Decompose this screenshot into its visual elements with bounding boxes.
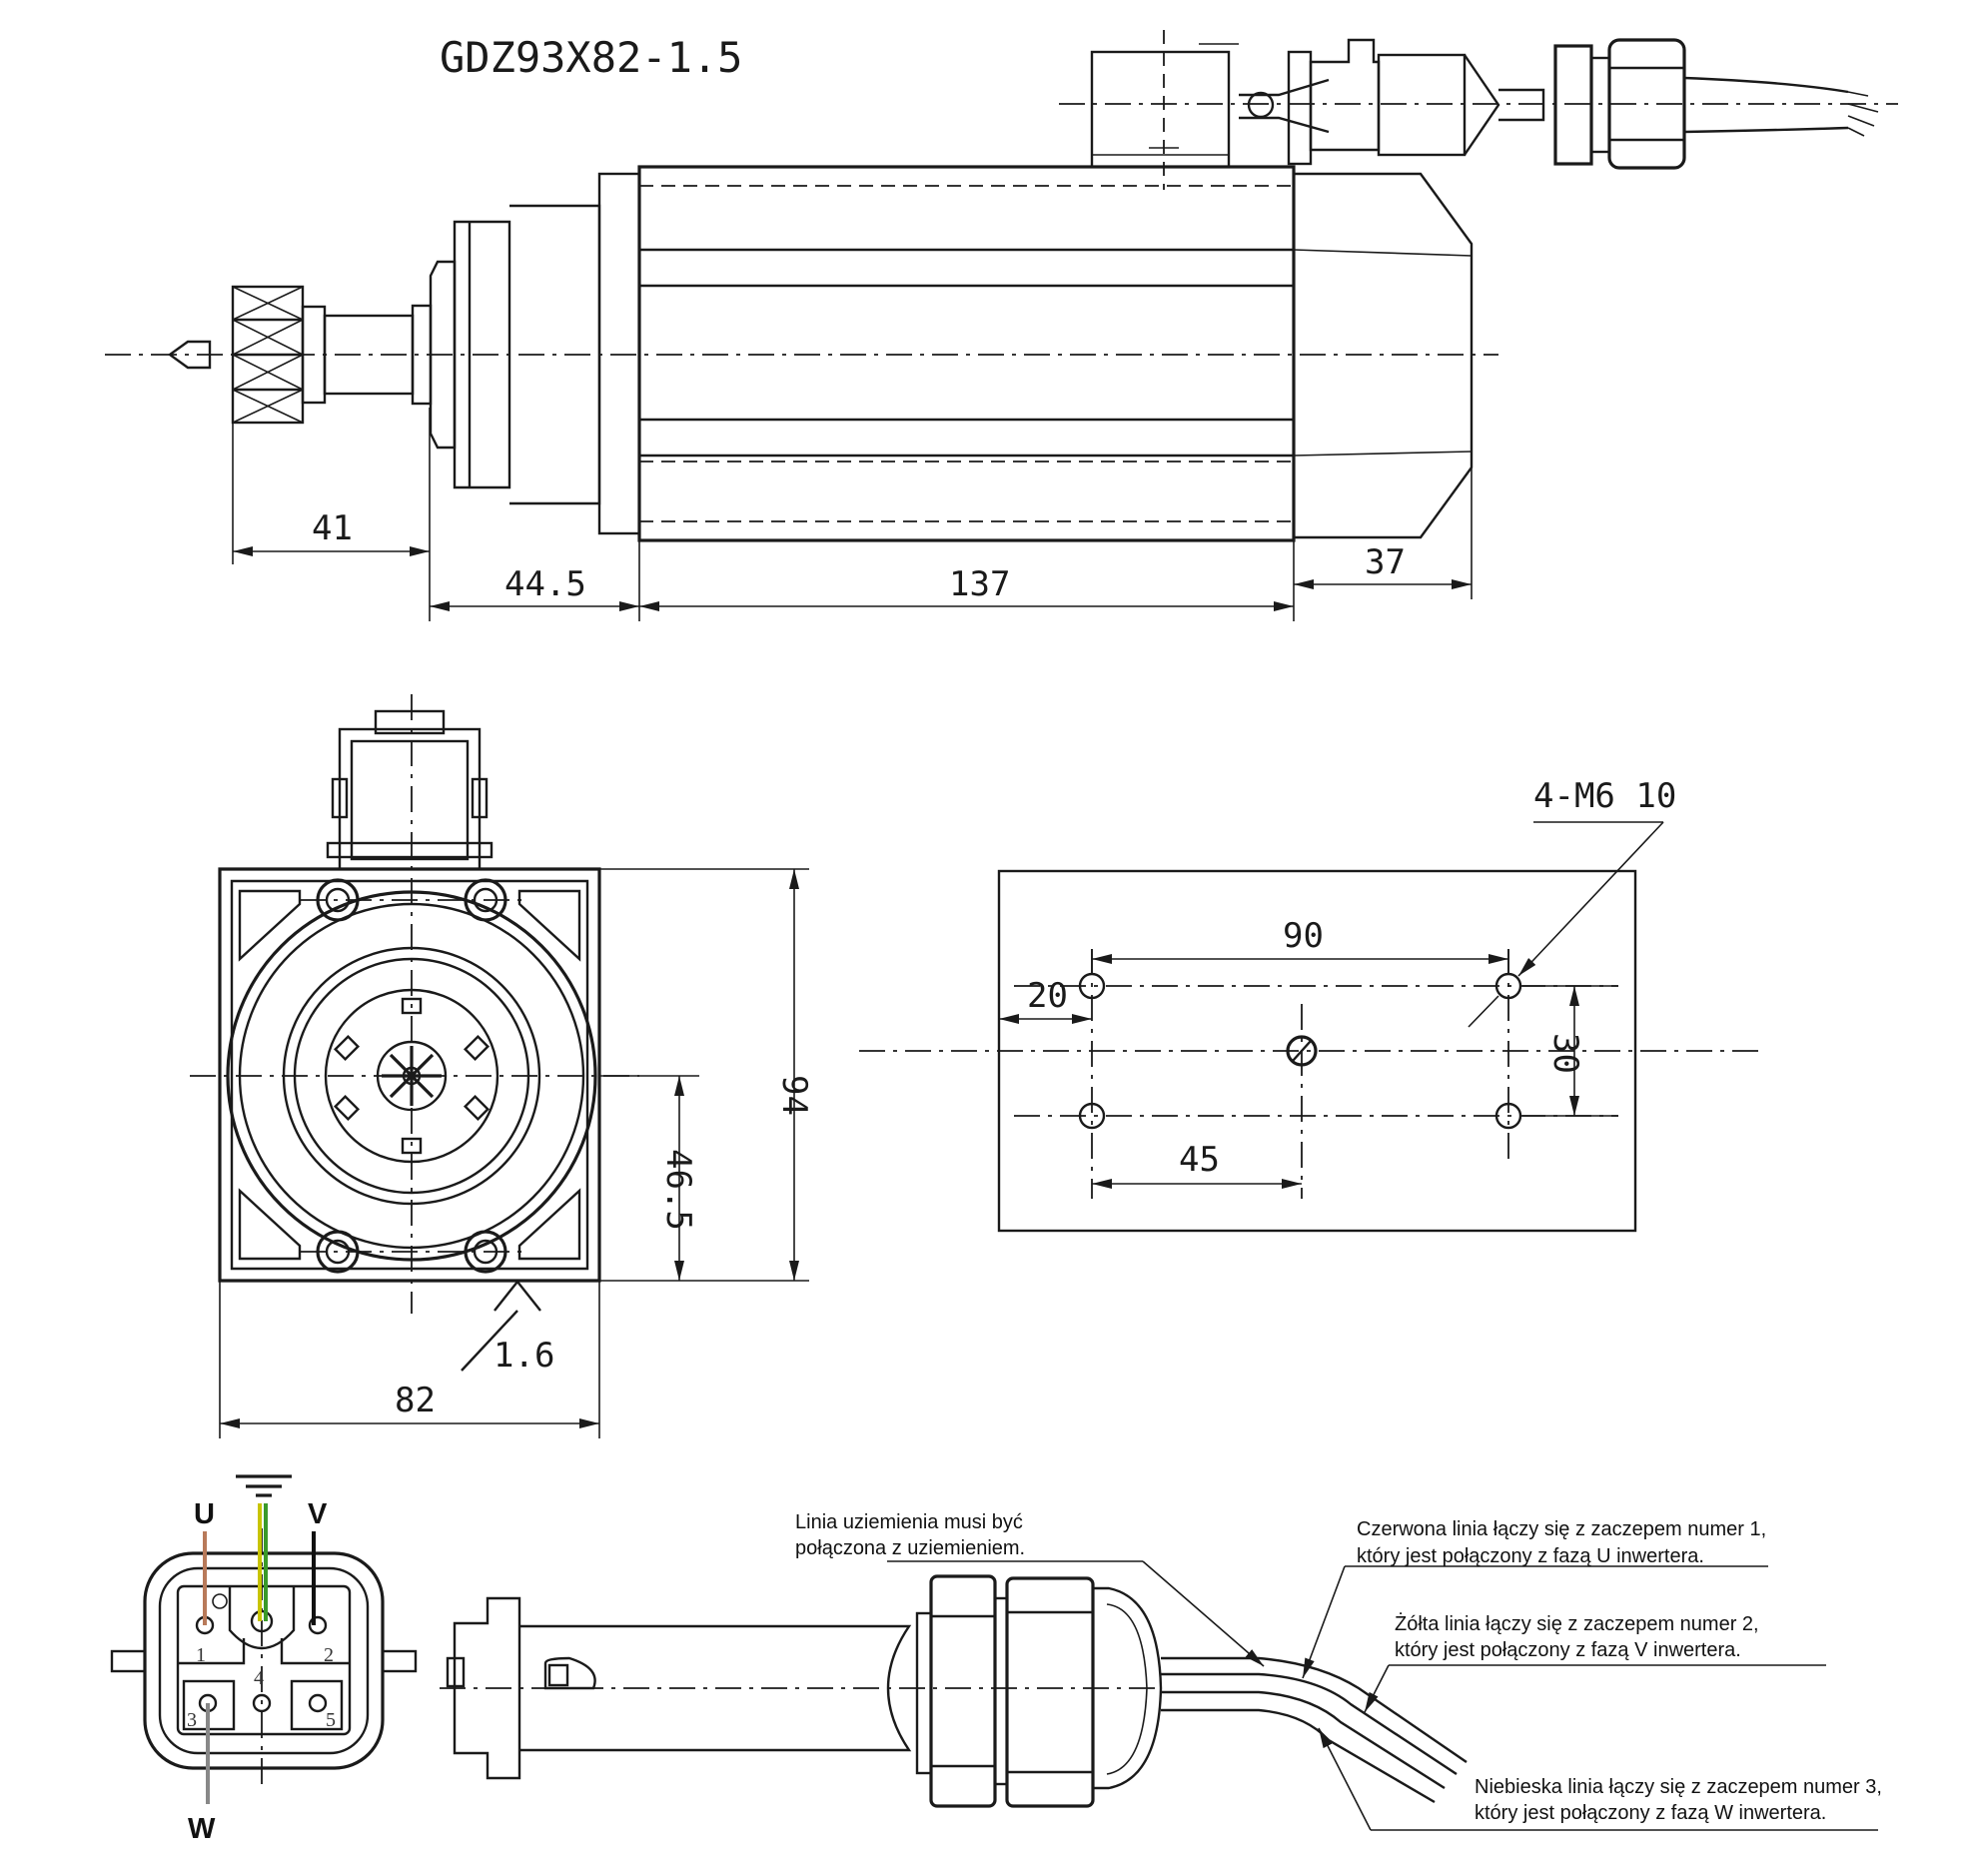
motor-body xyxy=(637,165,1296,542)
dim-41: 41 xyxy=(312,508,353,548)
dim-45: 45 xyxy=(1179,1140,1220,1180)
dim-90: 90 xyxy=(1283,916,1324,956)
note-yellow-line1: Żółta linia łączy się z zaczepem numer 2… xyxy=(1395,1612,1759,1635)
roughness-symbol xyxy=(494,1280,541,1312)
pin-label-u: U xyxy=(194,1498,215,1530)
pin-num-3: 3 xyxy=(187,1709,197,1731)
front-connector xyxy=(326,709,494,871)
pin-label-w: W xyxy=(188,1813,216,1845)
dim-137: 137 xyxy=(949,564,1010,604)
pocket-bl xyxy=(238,1188,302,1261)
front-view-dimensions: 94 46.5 82 1.6 xyxy=(219,868,814,1438)
plug-front xyxy=(453,1596,521,1780)
dim-37: 37 xyxy=(1365,542,1406,582)
top-connector xyxy=(1059,30,1898,190)
front-bearing-housing xyxy=(453,220,511,489)
cable-boot xyxy=(1091,1586,1163,1790)
mount-plate-view: 90 20 30 45 4-M6 10 xyxy=(859,776,1758,1233)
note-ground-line1: Linia uziemienia musi być xyxy=(795,1511,1023,1533)
pin-label-v: V xyxy=(308,1498,328,1530)
pocket-br xyxy=(517,1188,581,1261)
mount-bolts xyxy=(300,878,523,1274)
outer-ring xyxy=(226,890,597,1262)
note-red-line1: Czerwona linia łączy się z zaczepem nume… xyxy=(1357,1518,1766,1540)
note-ground-line2: połączona z uziemieniem. xyxy=(795,1537,1025,1559)
roughness-value: 1.6 xyxy=(494,1336,554,1376)
note-yellow-line2: który jest połączony z fazą V inwertera. xyxy=(1395,1639,1741,1661)
dim-30: 30 xyxy=(1545,1033,1585,1074)
drawing-title: GDZ93X82-1.5 xyxy=(440,33,742,82)
dim-94: 94 xyxy=(774,1075,814,1116)
tool-tip xyxy=(167,340,212,370)
note-blue-line2: który jest połączony z fazą W inwertera. xyxy=(1475,1802,1826,1824)
collet-nut xyxy=(231,285,327,425)
side-view-dimensions: 41 44.5 137 37 xyxy=(232,408,1473,621)
spindle-nose xyxy=(376,1040,448,1112)
dim-20: 20 xyxy=(1027,976,1068,1016)
plug-assembly xyxy=(440,1574,1468,1808)
side-view: 41 44.5 137 37 xyxy=(105,30,1898,621)
note-blue-line1: Niebieska linia łączy się z zaczepem num… xyxy=(1475,1776,1882,1798)
dim-82: 82 xyxy=(395,1381,436,1420)
pin-num-4: 4 xyxy=(254,1667,264,1689)
flange-plate xyxy=(597,172,641,535)
front-view: 94 46.5 82 1.6 xyxy=(190,694,814,1438)
hole-spec: 4-M6 10 xyxy=(1533,776,1676,816)
pin-num-5: 5 xyxy=(326,1709,336,1731)
pin-num-2: 2 xyxy=(324,1644,334,1666)
gland-nut-a xyxy=(929,1574,997,1808)
pin-num-1: 1 xyxy=(196,1644,206,1666)
pocket-tl xyxy=(238,889,302,962)
spindle-star xyxy=(382,1046,442,1106)
connector-pinout: U V W 1 2 3 4 5 xyxy=(110,1474,418,1845)
dim-46-5: 46.5 xyxy=(658,1149,698,1231)
pocket-tr xyxy=(517,889,581,962)
wiring-notes: Linia uziemienia musi być połączona z uz… xyxy=(795,1511,1882,1831)
dim-44-5: 44.5 xyxy=(504,564,586,604)
note-red-line2: który jest połączony z fazą U inwertera. xyxy=(1357,1545,1704,1567)
ground-icon xyxy=(236,1474,292,1497)
rear-cap xyxy=(1294,172,1474,539)
